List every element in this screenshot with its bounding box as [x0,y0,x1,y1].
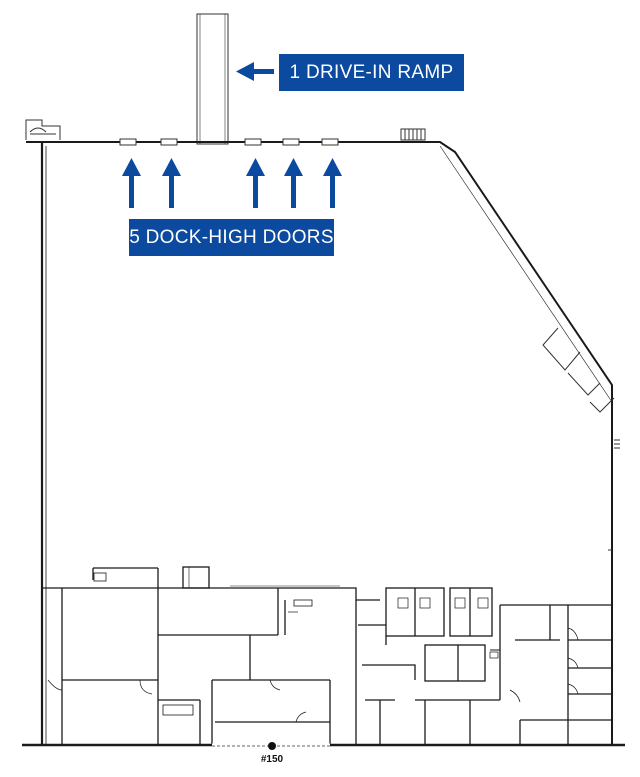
dock-door [282,138,300,146]
dock-doors-callout: 5 DOCK-HIGH DOORS [129,219,334,256]
dock-doors [119,138,339,146]
side-wall-details [542,327,620,551]
stair-right [400,128,426,141]
stair-left [25,119,61,140]
entrance-marker [268,742,276,750]
drive-in-ramp [196,13,229,145]
dock-door [119,138,137,146]
arrow-up-icon [162,158,181,208]
drive-in-ramp-callout: 1 DRIVE-IN RAMP [279,54,464,91]
dock-door [321,138,339,146]
arrow-up-icon [246,158,265,208]
unit-number-label: #150 [260,754,284,765]
entrance [212,742,330,750]
arrow-up-icon [284,158,303,208]
arrow-up-icon [323,158,342,208]
office-area [42,566,612,745]
dock-arrows [122,158,342,208]
dock-door [244,138,262,146]
dock-door [160,138,178,146]
arrow-left-icon [236,62,274,81]
arrow-up-icon [122,158,141,208]
